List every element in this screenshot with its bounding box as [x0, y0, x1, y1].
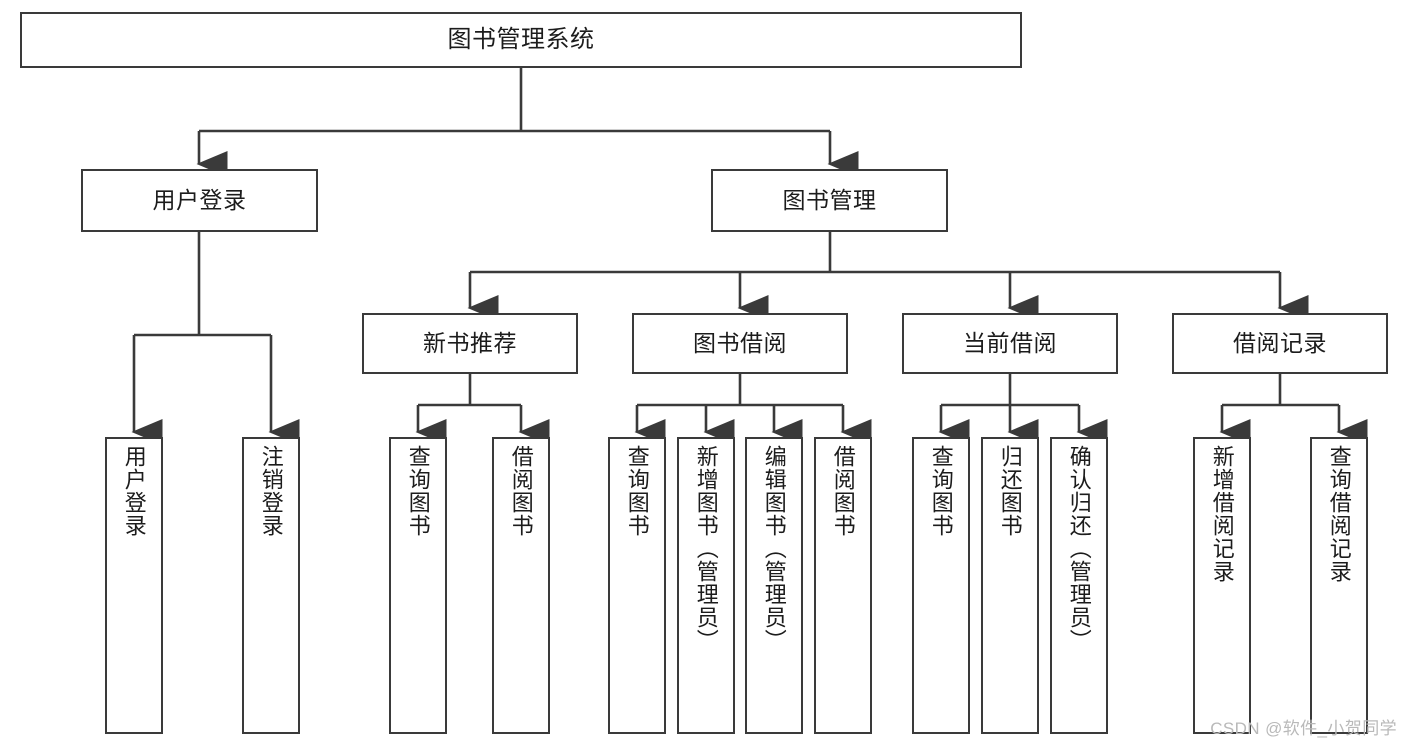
node-user-login-label: 用户登录 — [152, 186, 247, 213]
node-book-manage-label: 图书管理 — [782, 186, 877, 213]
node-leaf-return-book-label: 归还图书 — [997, 445, 1023, 537]
node-current-borrow[interactable]: 当前借阅 — [902, 313, 1118, 374]
node-leaf-query-record-label: 查询借阅记录 — [1326, 445, 1352, 583]
node-root[interactable]: 图书管理系统 — [20, 12, 1022, 68]
node-leaf-confirm-return-label: 确认归还（管理员） — [1066, 445, 1092, 652]
node-leaf-add-book-label: 新增图书（管理员） — [693, 445, 719, 652]
node-leaf-edit-book-label: 编辑图书（管理员） — [761, 445, 787, 652]
node-book-manage[interactable]: 图书管理 — [711, 169, 948, 232]
node-leaf-query-book-3[interactable]: 查询图书 — [912, 437, 970, 734]
node-leaf-query-record[interactable]: 查询借阅记录 — [1310, 437, 1368, 734]
node-leaf-return-book[interactable]: 归还图书 — [981, 437, 1039, 734]
node-leaf-query-book-3-label: 查询图书 — [928, 445, 954, 537]
node-current-borrow-label: 当前借阅 — [963, 329, 1057, 356]
node-book-borrow-label: 图书借阅 — [693, 329, 787, 356]
node-leaf-borrow-book-2-label: 借阅图书 — [830, 445, 856, 537]
node-leaf-borrow-book-1[interactable]: 借阅图书 — [492, 437, 550, 734]
node-leaf-borrow-book-2[interactable]: 借阅图书 — [814, 437, 872, 734]
node-borrow-record[interactable]: 借阅记录 — [1172, 313, 1388, 374]
node-borrow-record-label: 借阅记录 — [1233, 329, 1327, 356]
node-book-borrow[interactable]: 图书借阅 — [632, 313, 848, 374]
node-root-label: 图书管理系统 — [447, 25, 595, 53]
node-new-book-recommend[interactable]: 新书推荐 — [362, 313, 578, 374]
node-leaf-borrow-book-1-label: 借阅图书 — [508, 445, 534, 537]
node-new-book-recommend-label: 新书推荐 — [423, 329, 517, 356]
node-leaf-add-record-label: 新增借阅记录 — [1209, 445, 1235, 583]
node-leaf-user-login[interactable]: 用户登录 — [105, 437, 163, 734]
node-leaf-query-book-1[interactable]: 查询图书 — [389, 437, 447, 734]
node-leaf-query-book-2[interactable]: 查询图书 — [608, 437, 666, 734]
node-leaf-logout-login[interactable]: 注销登录 — [242, 437, 300, 734]
node-leaf-query-book-2-label: 查询图书 — [624, 445, 650, 537]
node-leaf-confirm-return[interactable]: 确认归还（管理员） — [1050, 437, 1108, 734]
watermark-text: CSDN @软件_小贺同学 — [1210, 719, 1397, 738]
node-leaf-edit-book[interactable]: 编辑图书（管理员） — [745, 437, 803, 734]
node-user-login[interactable]: 用户登录 — [81, 169, 318, 232]
node-leaf-add-book[interactable]: 新增图书（管理员） — [677, 437, 735, 734]
node-leaf-logout-login-label: 注销登录 — [258, 445, 284, 537]
node-leaf-user-login-label: 用户登录 — [121, 445, 147, 537]
node-leaf-query-book-1-label: 查询图书 — [405, 445, 431, 537]
node-leaf-add-record[interactable]: 新增借阅记录 — [1193, 437, 1251, 734]
